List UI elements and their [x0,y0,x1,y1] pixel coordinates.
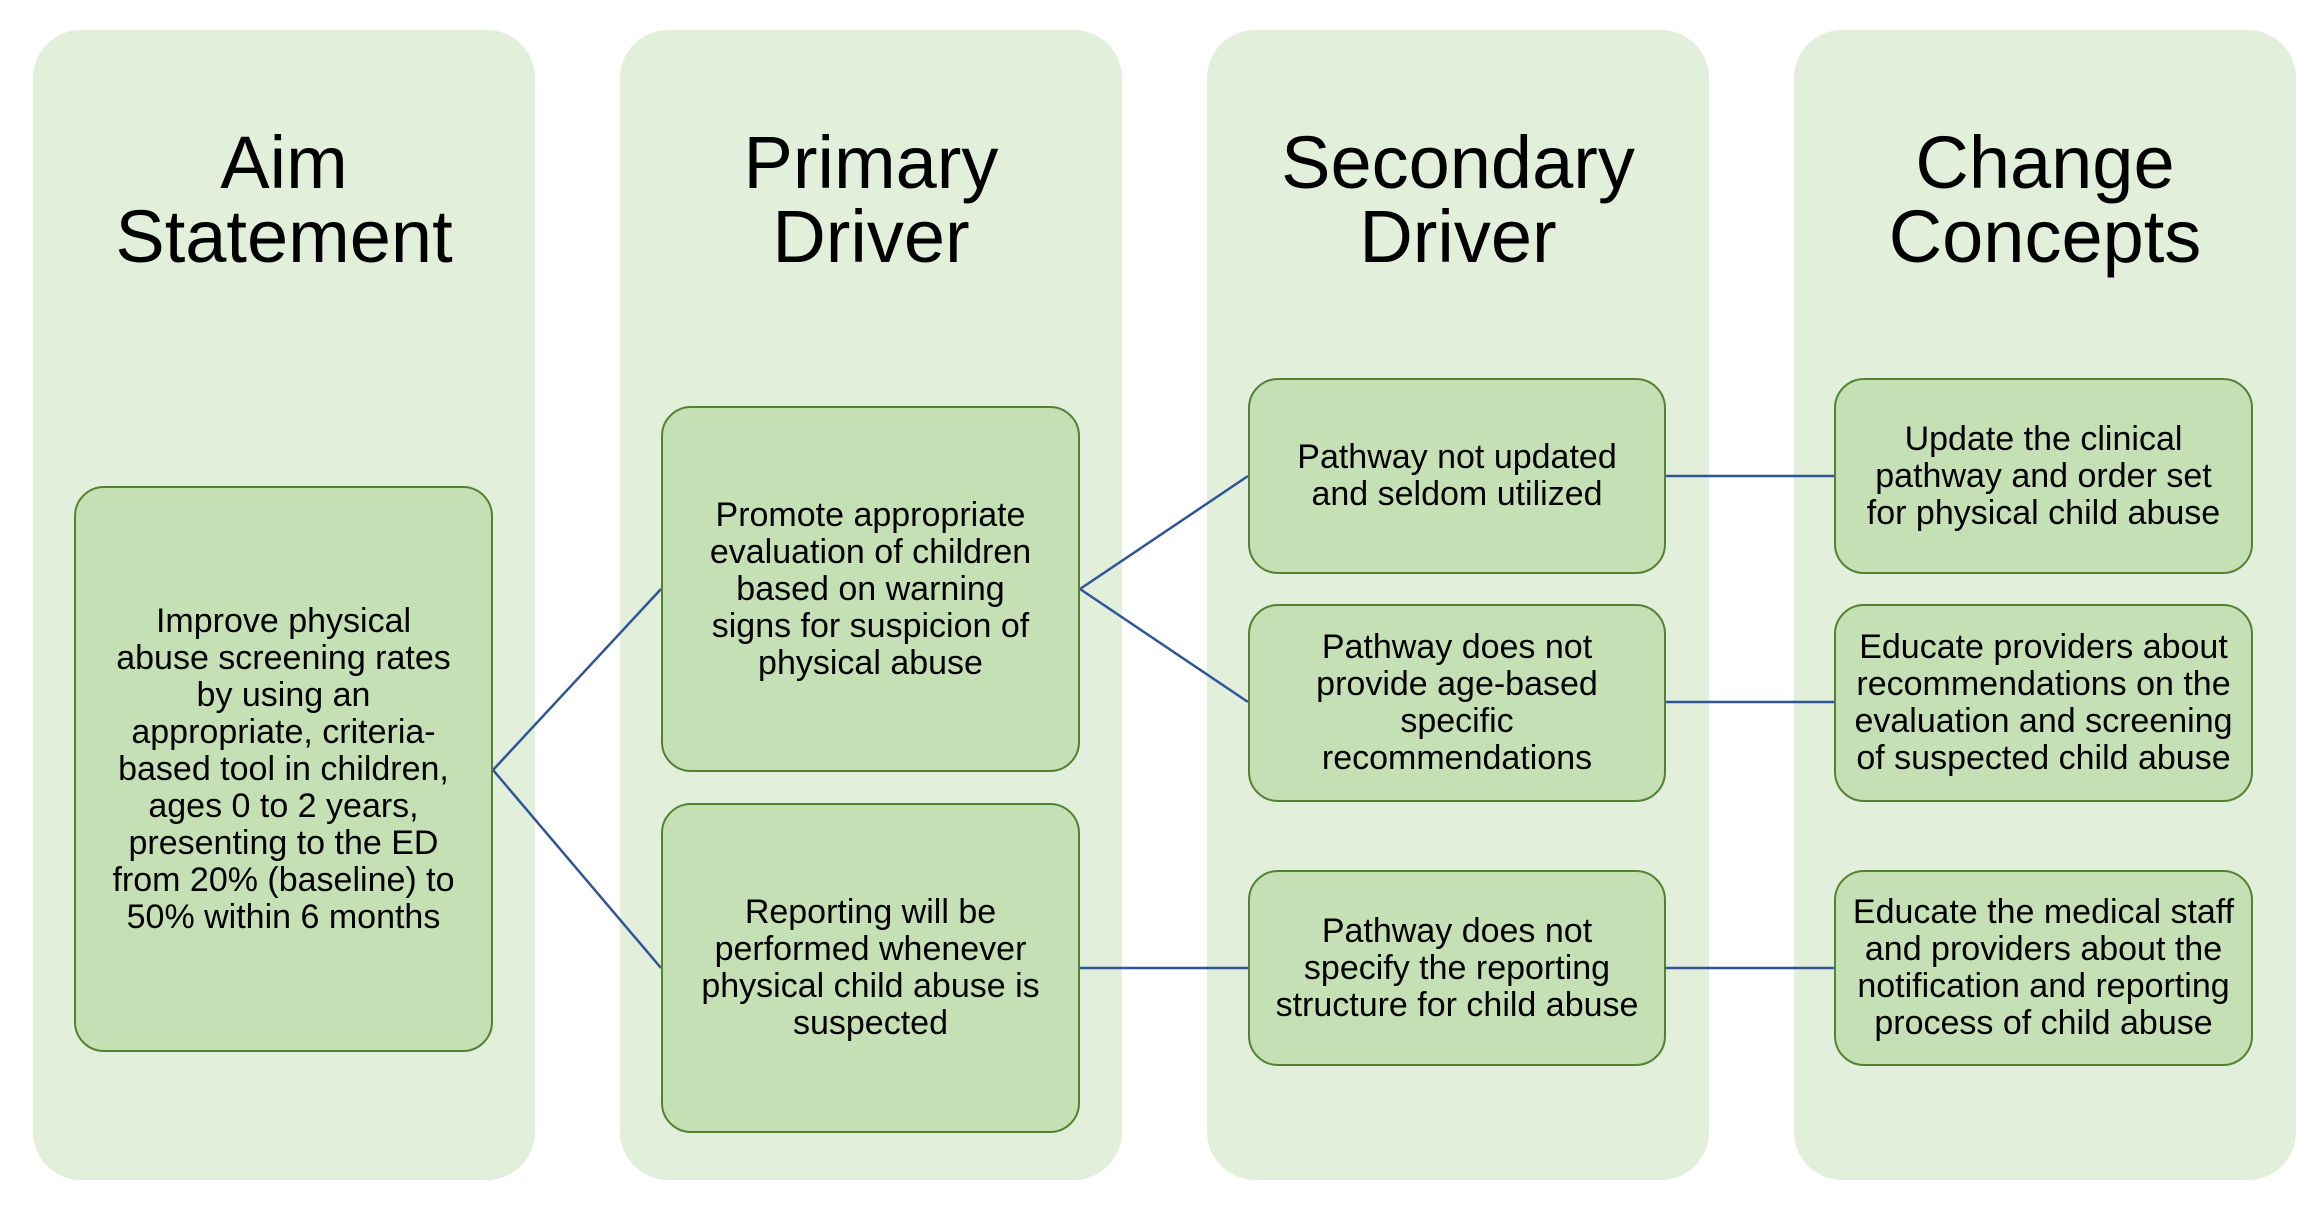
column-title-aim-statement: Aim Statement [33,126,535,274]
column-title-line: Concepts [1888,195,2202,278]
aim-statement-node: Improve physical abuse screening rates b… [74,486,493,1052]
column-title-secondary-driver: Secondary Driver [1207,126,1709,274]
column-title-line: Statement [115,195,453,278]
change-concept-node-2: Educate providers about recommendations … [1834,604,2253,802]
primary-driver-text: Promote appropriate evaluation of childr… [709,495,1032,682]
secondary-driver-text: Pathway not updated and seldom utilized [1297,438,1617,513]
column-title-line: Driver [1359,195,1557,278]
secondary-driver-text: Pathway does not provide age-based speci… [1316,628,1598,777]
change-concept-node-1: Update the clinical pathway and order se… [1834,378,2253,574]
column-title-line: Aim [220,121,348,204]
secondary-driver-node-2: Pathway does not provide age-based speci… [1248,604,1666,802]
column-title-primary-driver: Primary Driver [620,126,1122,274]
aim-statement-text: Improve physical abuse screening rates b… [112,601,455,936]
change-concept-node-3: Educate the medical staff and providers … [1834,870,2253,1066]
secondary-driver-text: Pathway does not specify the reporting s… [1275,911,1639,1024]
primary-driver-text: Reporting will be performed whenever phy… [701,893,1040,1042]
column-title-change-concepts: Change Concepts [1794,126,2296,274]
primary-driver-node-1: Promote appropriate evaluation of childr… [661,406,1080,772]
column-title-line: Driver [772,195,970,278]
change-concept-text: Educate providers about recommendations … [1854,628,2233,777]
change-concept-text: Update the clinical pathway and order se… [1866,419,2221,532]
column-title-line: Change [1915,121,2175,204]
primary-driver-node-2: Reporting will be performed whenever phy… [661,803,1080,1133]
column-title-line: Secondary [1281,121,1635,204]
secondary-driver-node-3: Pathway does not specify the reporting s… [1248,870,1666,1066]
change-concept-text: Educate the medical staff and providers … [1852,893,2235,1042]
column-title-line: Primary [743,121,999,204]
secondary-driver-node-1: Pathway not updated and seldom utilized [1248,378,1666,574]
